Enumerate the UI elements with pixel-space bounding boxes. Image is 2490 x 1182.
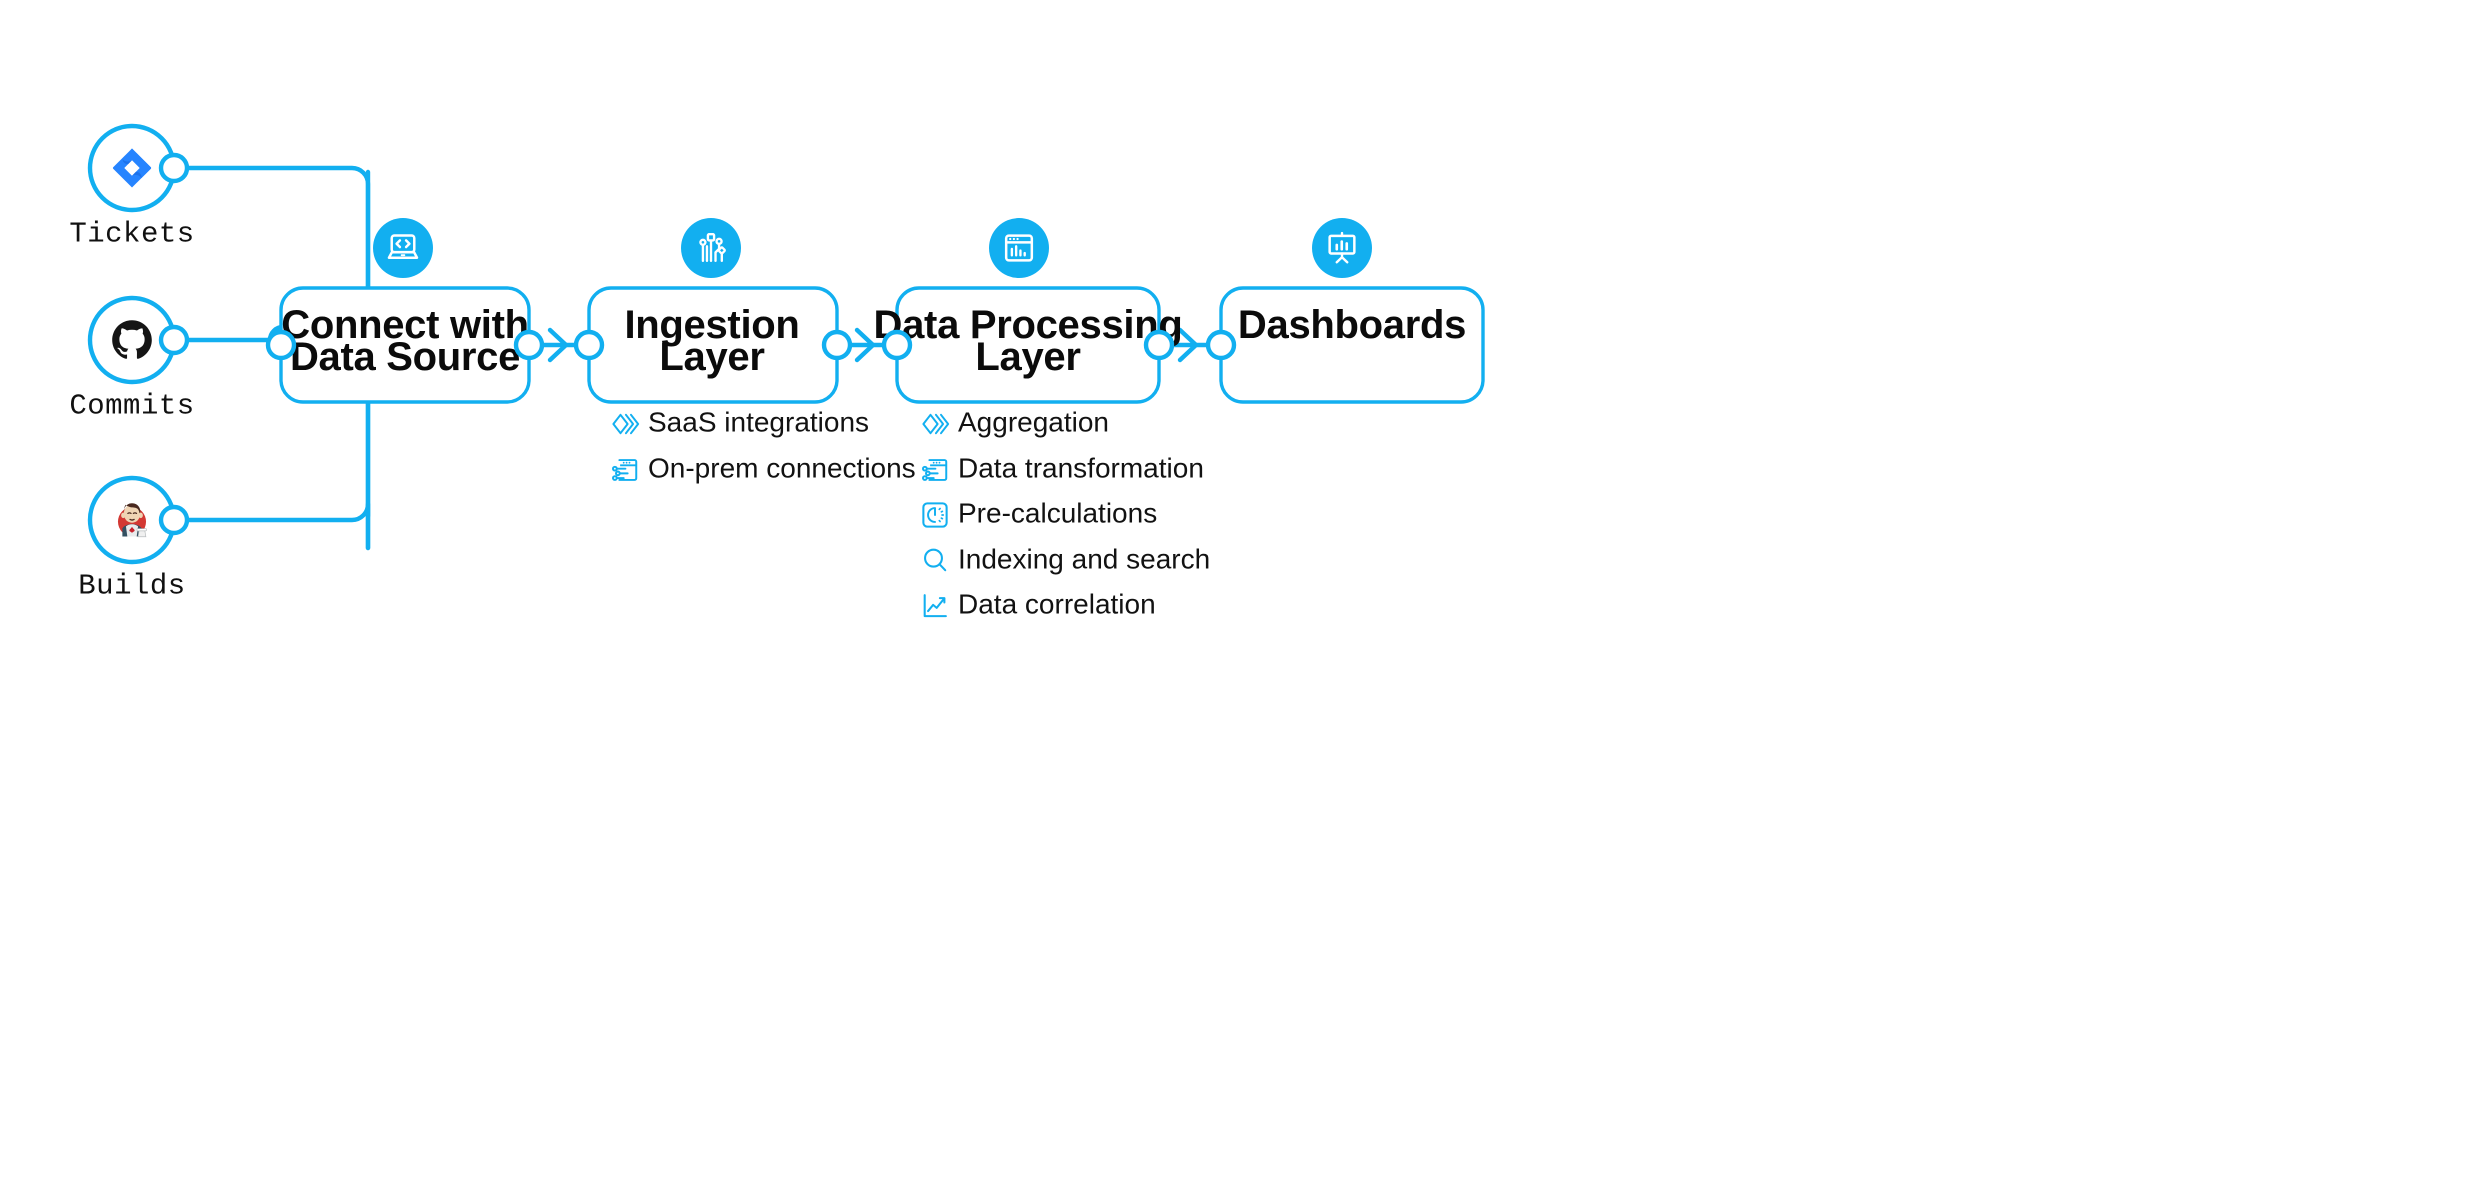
stage-title-line-2b: Layer bbox=[659, 335, 764, 379]
feature-label: SaaS integrations bbox=[648, 406, 869, 437]
window-sliders-icon bbox=[922, 459, 948, 481]
stage-icon-badge-3 bbox=[989, 218, 1049, 278]
feature-label: Data correlation bbox=[958, 588, 1156, 619]
stage-3-port-right[interactable] bbox=[1143, 329, 1175, 361]
stage-2-port-left[interactable] bbox=[573, 329, 605, 361]
stage-title-line-2a: Ingestion bbox=[624, 303, 799, 347]
stage-data-processing-layer[interactable]: Data Processing Layer Aggregation Data t… bbox=[874, 218, 1211, 619]
feature-item[interactable]: On-prem connections bbox=[612, 452, 916, 483]
stage-title-line-1a: Connect with bbox=[281, 303, 529, 347]
line-chart-icon bbox=[923, 594, 947, 618]
port-builds[interactable] bbox=[158, 504, 190, 536]
stage-icon-badge-1 bbox=[373, 218, 433, 278]
feature-item[interactable]: Data transformation bbox=[922, 452, 1204, 483]
stage-title-line-3a: Data Processing bbox=[874, 303, 1183, 347]
feature-item[interactable]: Pre-calculations bbox=[922, 497, 1157, 528]
stage-title-line-4a: Dashboards bbox=[1238, 303, 1466, 347]
feature-item[interactable]: Aggregation bbox=[922, 406, 1109, 437]
layered-diamonds-icon bbox=[922, 413, 950, 435]
arrow-stage2-to-stage3 bbox=[854, 327, 876, 363]
source-label-commits: Commits bbox=[69, 390, 194, 423]
port-commits[interactable] bbox=[158, 324, 190, 356]
stage-title-line-1b: Data Source bbox=[290, 335, 520, 379]
arrow-stage1-to-stage2 bbox=[547, 327, 569, 363]
window-sliders-icon bbox=[612, 459, 638, 481]
magnifier-icon bbox=[924, 548, 947, 572]
connector-builds-to-trunk bbox=[183, 501, 371, 551]
port-tickets[interactable] bbox=[158, 152, 190, 184]
stage-3-port-left[interactable] bbox=[881, 329, 913, 361]
source-nodes: Tickets Commits Builds bbox=[69, 123, 299, 603]
stage-title-line-3b: Layer bbox=[975, 335, 1080, 379]
feature-label: Data transformation bbox=[958, 452, 1204, 483]
feature-label: Aggregation bbox=[958, 406, 1109, 437]
source-node-commits[interactable]: Commits bbox=[69, 295, 194, 423]
source-node-tickets[interactable]: Tickets bbox=[69, 123, 194, 251]
stage-connect-with-data-source[interactable]: Connect with Data Source bbox=[265, 218, 545, 404]
stage-4-port-left[interactable] bbox=[1205, 329, 1237, 361]
layered-diamonds-icon bbox=[612, 413, 640, 435]
stage-ingestion-layer[interactable]: Ingestion Layer SaaS integrations On-pre… bbox=[573, 218, 916, 483]
stage-2-port-right[interactable] bbox=[821, 329, 853, 361]
feature-list-processing: Aggregation Data transformation Pre-calc… bbox=[922, 406, 1210, 619]
source-node-builds[interactable]: Builds bbox=[78, 475, 190, 603]
feature-label: On-prem connections bbox=[648, 452, 916, 483]
stage-dashboards[interactable]: Dashboards bbox=[1205, 218, 1485, 404]
source-label-tickets: Tickets bbox=[69, 218, 194, 251]
feature-label: Indexing and search bbox=[958, 543, 1210, 574]
stage-1-port-right[interactable] bbox=[513, 329, 545, 361]
feature-list-ingestion: SaaS integrations On-prem connections bbox=[612, 406, 916, 483]
feature-item[interactable]: Data correlation bbox=[923, 588, 1156, 619]
feature-item[interactable]: SaaS integrations bbox=[612, 406, 869, 437]
stage-1-port-left[interactable] bbox=[265, 329, 297, 361]
source-label-builds: Builds bbox=[78, 570, 185, 603]
gauge-square-icon bbox=[922, 502, 948, 528]
feature-label: Pre-calculations bbox=[958, 497, 1157, 528]
arrow-stage3-to-stage4 bbox=[1177, 327, 1199, 363]
feature-item[interactable]: Indexing and search bbox=[924, 543, 1210, 574]
